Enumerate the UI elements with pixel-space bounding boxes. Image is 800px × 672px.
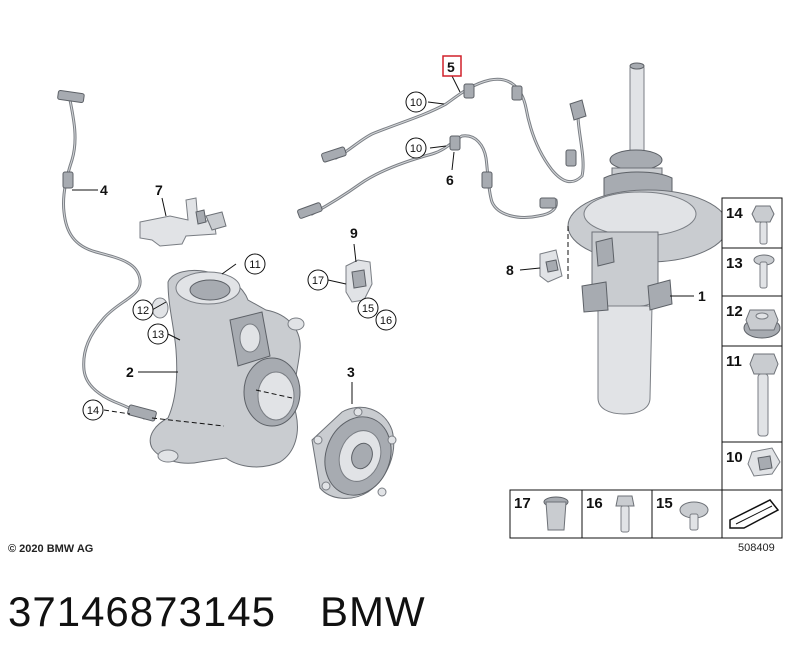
screw-13-illustration bbox=[753, 254, 775, 289]
inventory-label-15: 15 bbox=[656, 495, 673, 512]
steering-knuckle bbox=[149, 269, 305, 468]
callout-13: 13 bbox=[152, 329, 164, 341]
spring-strut bbox=[567, 62, 729, 415]
inventory-labels: 14 13 12 11 10 17 16 15 bbox=[514, 205, 743, 512]
callout-10-upper: 10 bbox=[410, 97, 422, 109]
part-number: 37146873145 bbox=[8, 588, 276, 635]
label-part-7: 7 bbox=[155, 182, 163, 198]
callouts: 4 7 2 3 9 8 6 1 5 10 10 11 12 13 14 17 1… bbox=[82, 55, 706, 421]
inventory-label-11: 11 bbox=[726, 353, 742, 370]
inventory-label-16: 16 bbox=[586, 495, 603, 512]
wheel-hub bbox=[311, 406, 397, 499]
bolt-14-illustration bbox=[751, 205, 775, 245]
clamp-9 bbox=[345, 259, 373, 303]
callout-12: 12 bbox=[137, 305, 149, 317]
inventory-label-14: 14 bbox=[726, 205, 743, 222]
callout-14: 14 bbox=[87, 405, 99, 417]
speed-sensor-cable bbox=[57, 89, 157, 422]
brake-pad-wear-sensor-6 bbox=[297, 134, 558, 219]
insert-17-illustration bbox=[543, 496, 569, 531]
callout-16: 16 bbox=[380, 315, 392, 327]
label-part-3: 3 bbox=[347, 364, 355, 380]
brake-pad-wear-sensor-5 bbox=[321, 77, 587, 184]
label-part-5: 5 bbox=[447, 59, 455, 75]
label-part-8: 8 bbox=[506, 262, 514, 278]
nut-12-illustration bbox=[743, 309, 781, 339]
bolt-16-illustration bbox=[615, 495, 635, 533]
callout-10-lower: 10 bbox=[410, 143, 422, 155]
inventory-label-13: 13 bbox=[726, 255, 743, 272]
clip-10-illustration bbox=[747, 447, 781, 477]
label-part-2: 2 bbox=[126, 364, 134, 380]
bracket-8 bbox=[539, 249, 563, 283]
inventory-label-17: 17 bbox=[514, 495, 531, 512]
label-part-1: 1 bbox=[698, 288, 706, 304]
label-part-4: 4 bbox=[100, 182, 108, 198]
bolt-11-illustration bbox=[749, 353, 779, 437]
brand-name: BMW bbox=[319, 588, 426, 635]
caption: 37146873145 BMW bbox=[8, 588, 426, 636]
callout-11: 11 bbox=[249, 259, 260, 271]
parts-inventory bbox=[509, 197, 783, 539]
copyright-notice: © 2020 BMW AG bbox=[8, 543, 94, 555]
callout-15: 15 bbox=[362, 303, 374, 315]
label-part-6: 6 bbox=[446, 172, 454, 188]
callout-17: 17 bbox=[312, 275, 324, 287]
leader-lines bbox=[72, 75, 694, 427]
inventory-label-12: 12 bbox=[726, 303, 743, 320]
arrow-symbol bbox=[729, 499, 780, 529]
label-part-9: 9 bbox=[350, 225, 358, 241]
bracket-7 bbox=[139, 197, 227, 247]
diagram-number: 508409 bbox=[738, 542, 775, 554]
highlight-box-part-5 bbox=[442, 55, 462, 77]
screw-15-illustration bbox=[679, 501, 709, 531]
inventory-label-10: 10 bbox=[726, 449, 743, 466]
